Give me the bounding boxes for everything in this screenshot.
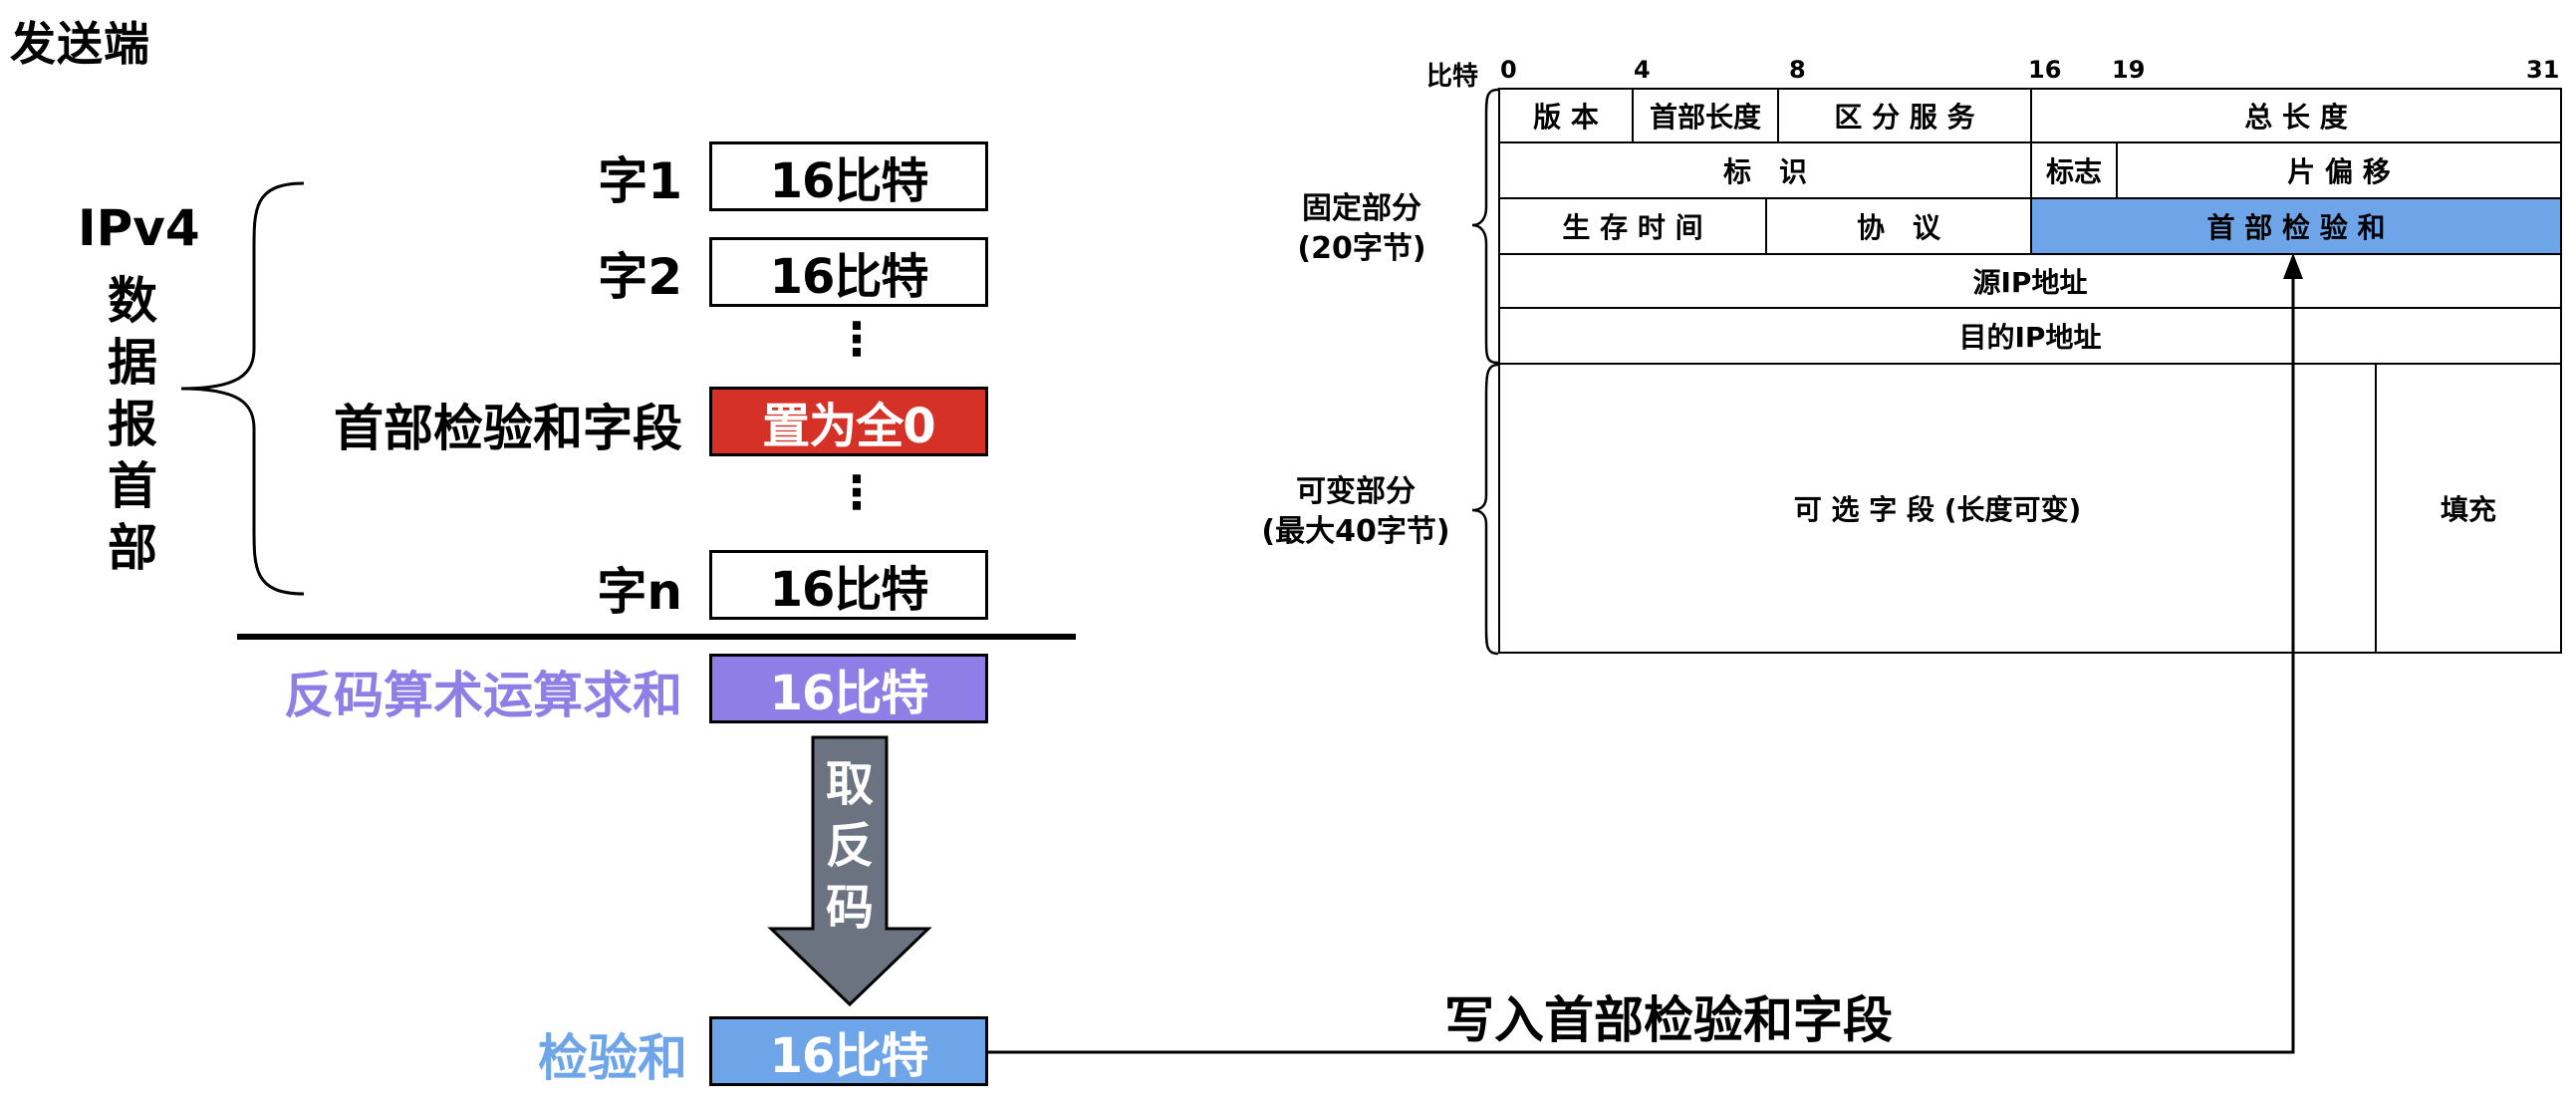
bit-number: 4	[1634, 56, 1651, 84]
field-protocol: 协 议	[1765, 197, 2032, 255]
field-version: 版 本	[1498, 88, 1634, 143]
field-identification: 标 识	[1498, 141, 2032, 199]
variable-part-label: 可变部分 (最大40字节)	[1231, 472, 1480, 552]
header-label-char: 据	[108, 334, 157, 392]
bit-number: 8	[1789, 56, 1806, 84]
invert-char: 取	[825, 756, 874, 812]
checksum-field-label: 首部检验和字段	[334, 400, 682, 457]
invert-arrow-label: 取 反 码	[820, 753, 880, 939]
header-label-char: 数	[108, 272, 157, 330]
header-label-char: 部	[108, 519, 157, 577]
wordn-label: 字n	[597, 563, 682, 621]
field-diffserv: 区 分 服 务	[1777, 88, 2032, 143]
header-label-char: 首	[108, 457, 157, 515]
word1-box: 16比特	[709, 141, 988, 211]
bit-number: 19	[2112, 56, 2146, 84]
word1-label: 字1	[598, 152, 682, 210]
variable-part-line: (最大40字节)	[1261, 514, 1450, 549]
sum-label: 反码算术运算求和	[284, 667, 682, 724]
bit-number: 31	[2526, 56, 2560, 84]
bit-label: 比特	[1426, 62, 1479, 92]
field-options: 可 选 字 段 (长度可变)	[1498, 363, 2377, 654]
field-source-ip: 源IP地址	[1498, 253, 2562, 309]
fixed-part-line: (20字节)	[1297, 231, 1426, 266]
header-label-char: 报	[108, 396, 157, 453]
invert-char: 反	[825, 818, 874, 874]
table-braces	[1471, 88, 1499, 656]
bit-number: 0	[1500, 56, 1517, 84]
invert-char: 码	[825, 880, 874, 936]
fixed-part-label: 固定部分 (20字节)	[1247, 189, 1476, 269]
field-header-length: 首部长度	[1632, 88, 1779, 143]
field-ttl: 生 存 时 间	[1498, 197, 1767, 255]
zero-box: 置为全0	[709, 387, 988, 456]
write-label: 写入首部检验和字段	[1444, 991, 1893, 1049]
field-total-length: 总 长 度	[2030, 88, 2562, 143]
fixed-part-line: 固定部分	[1302, 191, 1421, 226]
variable-part-line: 可变部分	[1296, 474, 1416, 509]
left-brace	[180, 181, 305, 596]
field-dest-ip: 目的IP地址	[1498, 307, 2562, 365]
sum-separator	[237, 634, 1076, 640]
word2-box: 16比特	[709, 237, 988, 307]
word2-label: 字2	[598, 248, 682, 306]
checksum-label: 检验和	[538, 1029, 687, 1087]
sender-title: 发送端	[10, 17, 150, 71]
field-padding: 填充	[2375, 363, 2562, 654]
invert-arrow-icon	[767, 735, 932, 1007]
field-header-checksum: 首 部 检 验 和	[2030, 197, 2562, 255]
sum-box: 16比特	[709, 654, 988, 723]
checksum-box: 16比特	[709, 1016, 988, 1086]
field-fragment-offset: 片 偏 移	[2116, 141, 2562, 199]
header-label-ipv4: IPv4	[78, 199, 200, 257]
wordn-box: 16比特	[709, 550, 988, 620]
field-flags: 标志	[2030, 141, 2118, 199]
bit-number: 16	[2028, 56, 2062, 84]
